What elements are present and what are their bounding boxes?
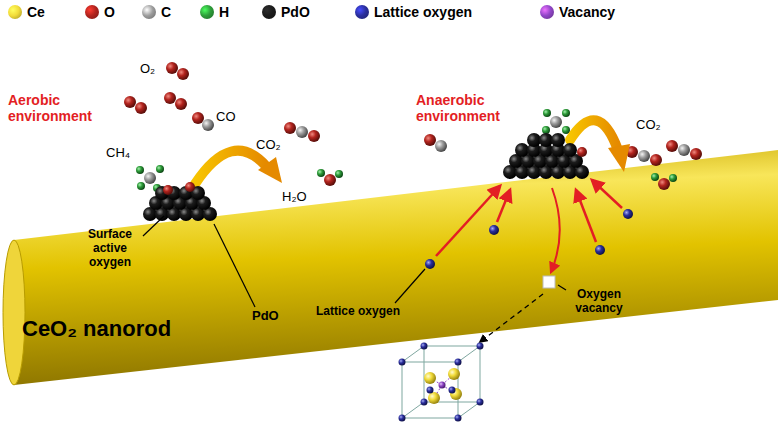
- legend-text: H: [219, 4, 229, 20]
- pdo-clusters: [143, 133, 589, 221]
- molecule-label: CH₄: [106, 146, 130, 161]
- legend-swatch: [200, 5, 214, 19]
- legend-entry: C: [142, 4, 171, 20]
- molecule-label: CO₂: [636, 118, 661, 133]
- legend-swatch: [540, 5, 554, 19]
- lattice-oxygen-migration: [425, 180, 633, 288]
- pdo-sphere: [527, 133, 541, 147]
- pdo-sphere: [563, 143, 577, 157]
- legend-text: Lattice oxygen: [374, 4, 472, 20]
- reaction-arrow: [570, 120, 618, 150]
- legend-entry: PdO: [262, 4, 310, 20]
- environment-title: Anaerobic environment: [416, 92, 526, 124]
- h2o-molecule: [317, 169, 343, 186]
- reaction-arrowhead: [258, 157, 282, 183]
- legend-swatch: [355, 5, 369, 19]
- nanorod-body: [14, 150, 778, 385]
- callout-label: Oxygen vacancy: [566, 288, 632, 316]
- nanorod-label: CeO₂ nanorod: [22, 316, 171, 342]
- ch4-molecule: [542, 109, 570, 134]
- legend-entry: O: [85, 4, 115, 20]
- pdo-sphere: [551, 133, 565, 147]
- molecule-label: O₂: [140, 62, 155, 77]
- legend-swatch: [262, 5, 276, 19]
- legend-entry: Ce: [8, 4, 45, 20]
- callout-label: PdO: [252, 309, 279, 324]
- co-molecule: [424, 134, 447, 152]
- legend-entry: Lattice oxygen: [355, 4, 472, 20]
- callout-label: Surface active oxygen: [78, 228, 142, 269]
- molecule-label: CO: [216, 110, 236, 125]
- pdo-sphere: [515, 143, 529, 157]
- reaction-arrow: [195, 151, 266, 184]
- surface-oxygen: [163, 147, 587, 195]
- legend-text: PdO: [281, 4, 310, 20]
- zoom-arrow: [480, 294, 543, 342]
- co2-molecule: [284, 122, 320, 142]
- molecule-label: CO₂: [256, 138, 281, 153]
- pdo-sphere: [539, 133, 553, 147]
- molecule-label: H₂O: [282, 190, 307, 205]
- legend-entry: Vacancy: [540, 4, 615, 20]
- unit-cell: [399, 343, 484, 422]
- callout-label: Lattice oxygen: [316, 305, 400, 319]
- legend-swatch: [142, 5, 156, 19]
- legend-text: Ce: [27, 4, 45, 20]
- nanorod-end: [3, 240, 25, 385]
- h2o-molecule: [651, 173, 677, 190]
- reaction-arrowhead: [608, 144, 630, 172]
- legend-swatch: [8, 5, 22, 19]
- environment-title: Aerobic environment: [8, 92, 118, 124]
- legend-swatch: [85, 5, 99, 19]
- leader-lines: [143, 216, 566, 307]
- legend-text: C: [161, 4, 171, 20]
- co-molecule: [192, 112, 214, 131]
- legend-text: O: [104, 4, 115, 20]
- legend-entry: H: [200, 4, 229, 20]
- co2-molecule: [626, 140, 702, 166]
- legend-text: Vacancy: [559, 4, 615, 20]
- o2-molecules: [124, 62, 189, 114]
